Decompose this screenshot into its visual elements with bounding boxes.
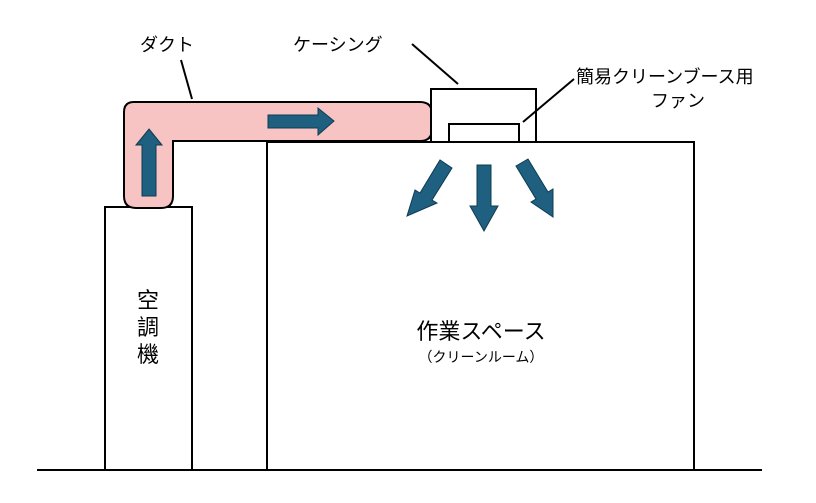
fan-label-line2: ファン: [651, 91, 705, 112]
airflow-down-left-arrow: [406, 159, 453, 217]
airflow-down-arrow: [469, 164, 499, 233]
airflow-right-arrow: [267, 106, 335, 137]
casing-label: ケーシング: [293, 35, 383, 56]
ac-label-char1: 空: [137, 289, 159, 314]
air-conditioner-box: [104, 206, 193, 471]
duct-callout-line: [180, 59, 193, 100]
ac-label-char3: 機: [137, 343, 159, 368]
duct-label: ダクト: [140, 35, 194, 56]
fan-label-line1: 簡易クリーンブース用: [576, 66, 754, 88]
fan-callout-line: [522, 78, 575, 123]
airflow-up-arrow: [134, 128, 164, 197]
ac-label-char2: 調: [137, 316, 159, 341]
workspace-sublabel: （クリーンルーム）: [419, 350, 544, 366]
workspace-label: 作業スペース: [416, 320, 545, 345]
casing-callout-line: [411, 43, 459, 85]
fan-box: [448, 123, 520, 143]
airflow-down-right-arrow: [515, 158, 554, 218]
